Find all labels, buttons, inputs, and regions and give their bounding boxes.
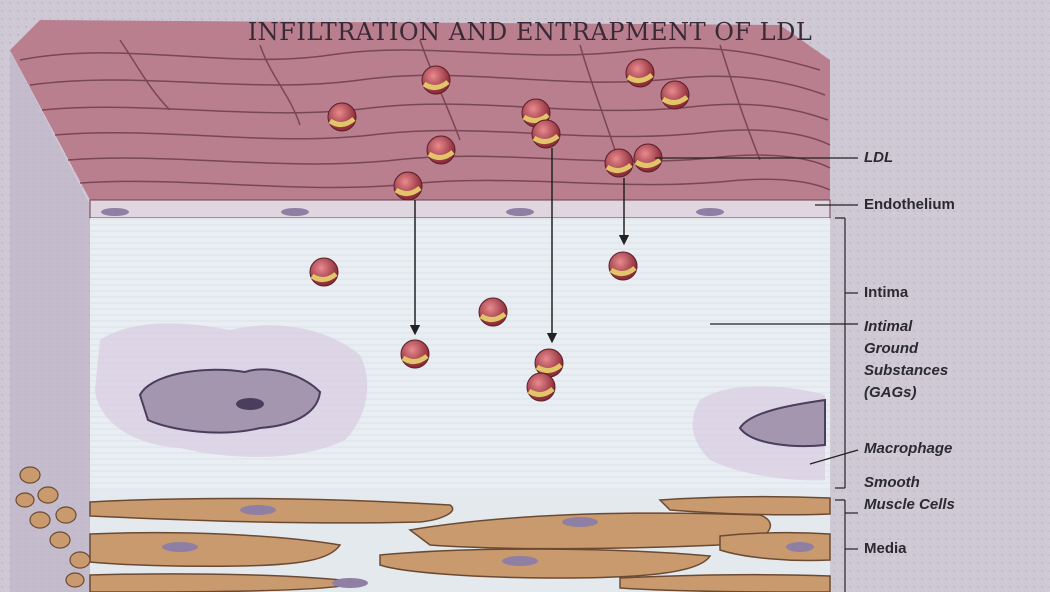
ldl-particle	[532, 120, 560, 148]
label-gags-line4: (GAGs)	[864, 382, 917, 404]
ldl-particle	[626, 59, 654, 87]
label-media: Media	[864, 538, 907, 560]
ldl-particle	[527, 373, 555, 401]
label-gags-line2: Ground	[864, 338, 918, 360]
ldl-particle	[427, 136, 455, 164]
ldl-particle	[394, 172, 422, 200]
ldl-particle	[605, 149, 633, 177]
label-gags-line3: Substances	[864, 360, 948, 382]
label-endothelium: Endothelium	[864, 194, 955, 216]
label-gags-line1: Intimal	[864, 316, 912, 338]
intima-layer	[90, 218, 830, 490]
ldl-particle	[422, 66, 450, 94]
ldl-particle	[310, 258, 338, 286]
ldl-particle	[479, 298, 507, 326]
ldl-particle	[609, 252, 637, 280]
label-smc-line2: Muscle Cells	[864, 494, 955, 516]
ldl-particle	[328, 103, 356, 131]
ldl-particle	[661, 81, 689, 109]
diagram-title: INFILTRATION AND ENTRAPMENT OF LDL	[230, 18, 830, 46]
label-macrophage: Macrophage	[864, 438, 952, 460]
ldl-particle	[401, 340, 429, 368]
label-smc-line1: Smooth	[864, 472, 920, 494]
label-ldl: LDL	[864, 147, 893, 169]
label-intima: Intima	[864, 282, 908, 304]
